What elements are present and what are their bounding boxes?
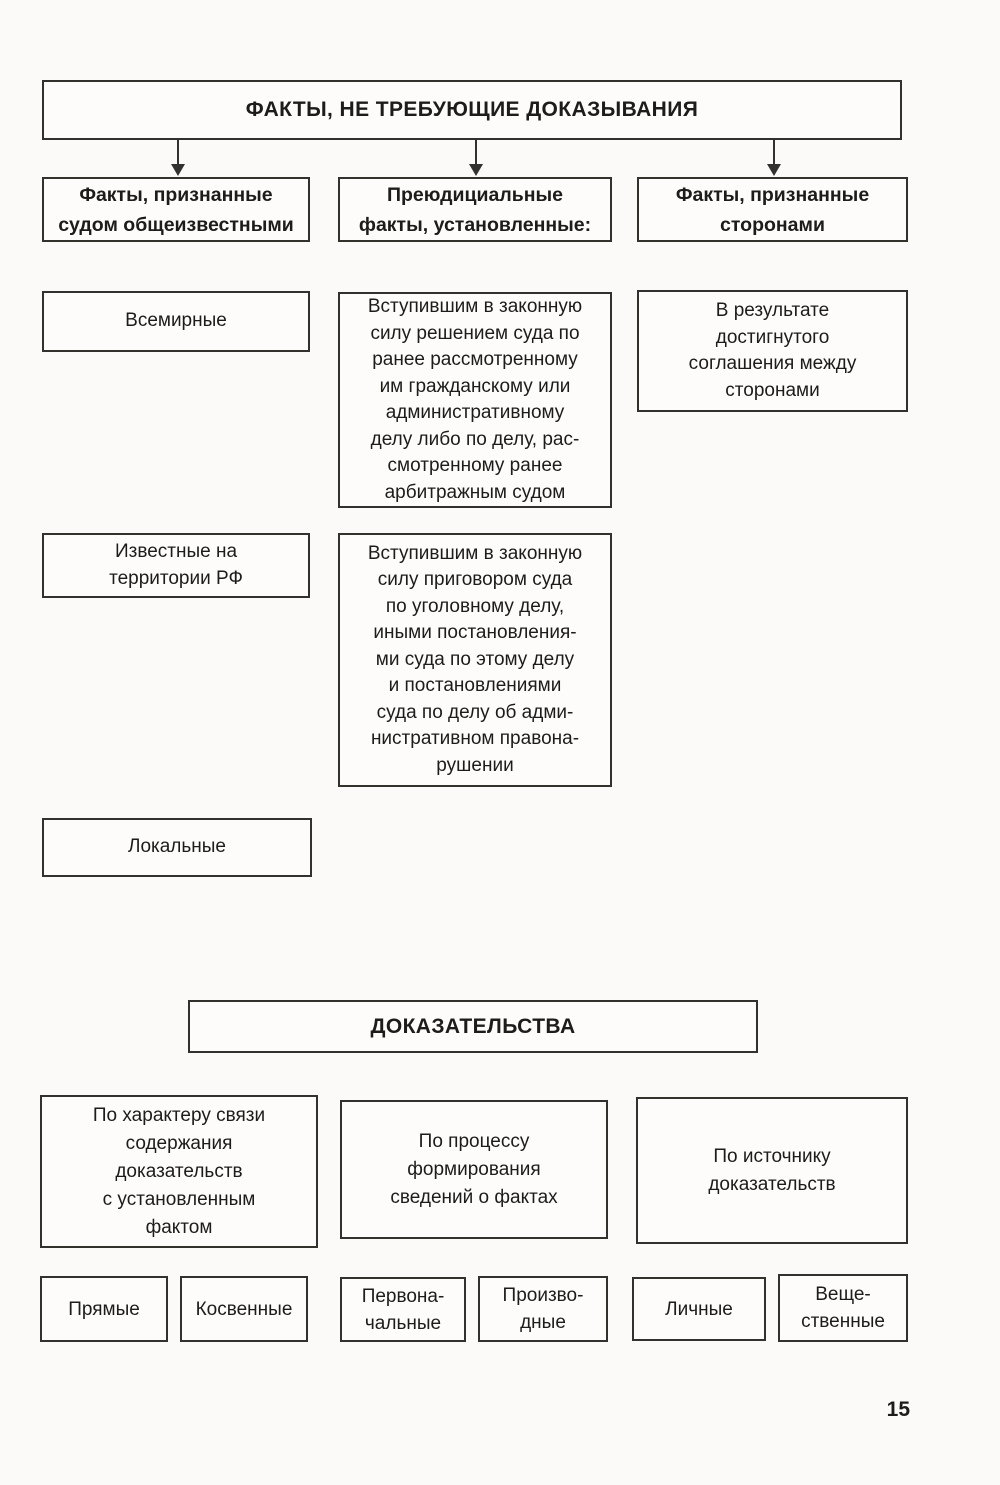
arrow-shaft — [773, 140, 775, 164]
category-by-connection-of-content: По характеру связи содержания доказатель… — [40, 1095, 318, 1248]
arrow-head — [767, 164, 781, 176]
branch-header-court-known-facts: Факты, признанные судом общеизвестными — [42, 177, 310, 242]
arrow-shaft — [475, 140, 477, 164]
arrow-down-icon — [171, 140, 185, 176]
node-direct-evidence: Прямые — [40, 1276, 168, 1342]
arrow-head — [469, 164, 483, 176]
arrow-shaft — [177, 140, 179, 164]
branch-header-facts-recognized-by-parties: Факты, признанные сторонами — [637, 177, 908, 242]
page-number: 15 — [886, 1398, 910, 1421]
category-by-source: По источнику доказательств — [636, 1097, 908, 1244]
facts-chart-title: ФАКТЫ, НЕ ТРЕБУЮЩИЕ ДОКАЗЫВАНИЯ — [42, 80, 902, 140]
node-initial-evidence: Первона- чальные — [340, 1277, 466, 1342]
node-criminal-verdict: Вступившим в законную силу приговором су… — [338, 533, 612, 787]
node-worldwide-facts: Всемирные — [42, 291, 310, 352]
node-material-evidence: Веще- ственные — [778, 1274, 908, 1342]
branch-header-prejudicial-facts: Преюдициальные факты, установленные: — [338, 177, 612, 242]
node-personal-evidence: Личные — [632, 1277, 766, 1341]
node-known-in-rf-facts: Известные на территории РФ — [42, 533, 310, 598]
evidence-chart-title: ДОКАЗАТЕЛЬСТВА — [188, 1000, 758, 1053]
node-indirect-evidence: Косвенные — [180, 1276, 308, 1342]
arrow-head — [171, 164, 185, 176]
arrow-down-icon — [469, 140, 483, 176]
node-local-facts: Локальные — [42, 818, 312, 877]
category-by-formation-process: По процессу формирования сведений о факт… — [340, 1100, 608, 1239]
node-parties-agreement: В результате достигнутого соглашения меж… — [637, 290, 908, 412]
node-civil-court-decision: Вступившим в законную силу решением суда… — [338, 292, 612, 508]
node-derivative-evidence: Произво- дные — [478, 1276, 608, 1342]
arrow-down-icon — [767, 140, 781, 176]
